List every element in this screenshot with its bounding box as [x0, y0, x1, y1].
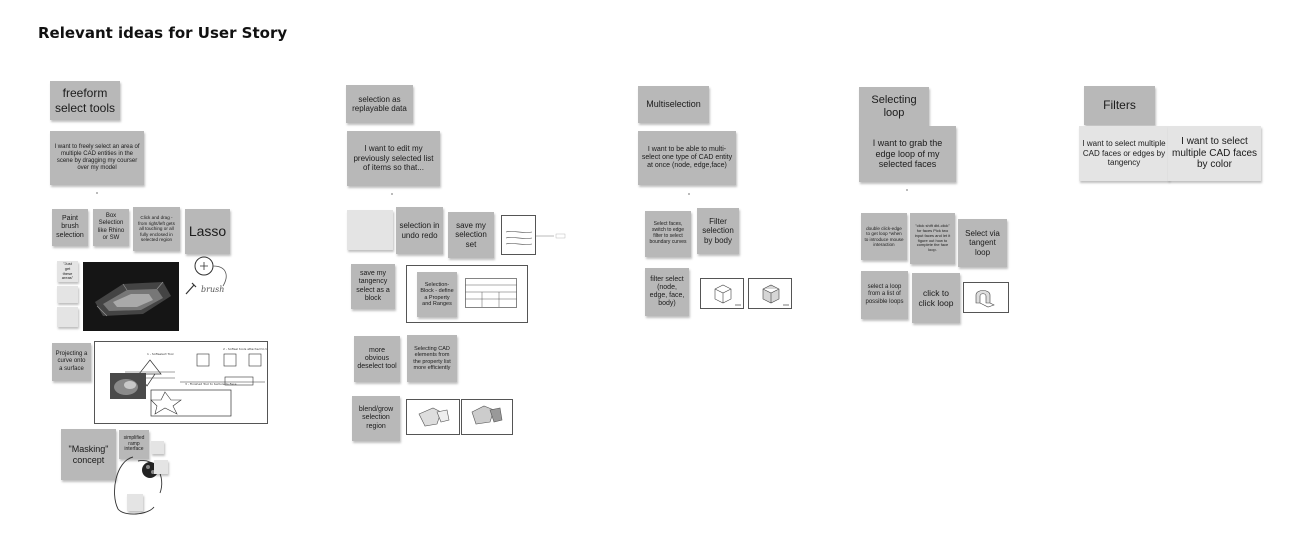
header-label: Selecting loop: [871, 94, 917, 119]
idea-label: click to click loop: [918, 287, 954, 308]
idea-masking-concept[interactable]: "Masking" concept: [61, 429, 116, 480]
cube-sketch-2: [748, 278, 792, 309]
idea-label: Paint brush selection: [56, 215, 84, 239]
header-selection-replayable[interactable]: selection as replayable data: [346, 85, 413, 123]
idea-label: simplified ramp interface: [123, 434, 145, 453]
header-selecting-loop[interactable]: Selecting loop: [859, 87, 929, 127]
idea-blend-grow[interactable]: blend/grow selection region: [352, 396, 400, 441]
story-label: I want to freely select an area of multi…: [54, 143, 140, 172]
masking-note-3[interactable]: [127, 494, 143, 511]
blend-sketch-1: [406, 399, 460, 435]
idea-filter-select[interactable]: filter select (node, edge, face, body): [645, 268, 689, 316]
idea-label: Click and drag - from right/left gets al…: [138, 215, 175, 243]
idea-select-loop-from-list[interactable]: select a loop from a list of possible lo…: [861, 271, 908, 319]
header-label: Filters: [1103, 98, 1136, 113]
idea-label: blend/grow selection region: [358, 406, 394, 430]
header-label: freeform select tools: [54, 86, 116, 115]
idea-label: double click-edge to get loop *when to i…: [864, 225, 904, 247]
idea-label: "Masking" concept: [68, 443, 109, 465]
idea-select-faces-switch[interactable]: Select faces, switch to edge filter to s…: [645, 211, 691, 257]
projection-photo: [110, 373, 146, 399]
idea-label: Projecting a curve onto a surface: [55, 351, 88, 372]
cube-sketch-1: [700, 278, 744, 309]
header-label: selection as replayable data: [352, 94, 407, 113]
header-multiselection[interactable]: Multiselection: [638, 86, 709, 123]
divider-dot: [906, 189, 908, 191]
selection-block-frame: Selection-Block - define a Property and …: [406, 265, 528, 323]
idea-label: filter select (node, edge, face, body): [649, 275, 685, 308]
idea-simplified-ramp[interactable]: simplified ramp interface: [119, 430, 149, 459]
story-label: I want to select multiple CAD faces or e…: [1082, 139, 1166, 168]
loop-sketch: [963, 282, 1009, 313]
idea-label: Box Selection like Rhino or SW: [97, 213, 125, 241]
blend-sketch-2: [461, 399, 513, 435]
idea-label: Select via tangent loop: [965, 228, 1000, 257]
idea-click-shift-faces[interactable]: "click shift dbl-click" for faces Pick t…: [910, 213, 955, 264]
selection-set-arrow: [536, 233, 566, 239]
header-freeform-select-tools[interactable]: freeform select tools: [50, 81, 120, 120]
header-filters[interactable]: Filters: [1084, 86, 1155, 125]
idea-click-to-click-loop[interactable]: click to click loop: [912, 273, 960, 323]
idea-save-tangency-block[interactable]: save my tangency select as a block: [351, 264, 395, 309]
story-freely-select-area[interactable]: I want to freely select an area of multi…: [50, 131, 144, 185]
story-multi-select-type[interactable]: I want to be able to multi-select one ty…: [638, 131, 736, 185]
idea-selection-block[interactable]: Selection-Block - define a Property and …: [417, 272, 457, 317]
idea-label: more obvious deselect tool: [357, 346, 397, 371]
story-label: I want to edit my previously selected li…: [353, 144, 434, 173]
svg-text:2 - Softsel tools attached to: 2 - Softsel tools attached to tool: [223, 347, 268, 351]
divider-dot: [391, 193, 393, 195]
idea-label: save my tangency select as a block: [356, 270, 390, 302]
page-title: Relevant ideas for User Story: [38, 24, 288, 42]
story-edit-previous-selection[interactable]: I want to edit my previously selected li…: [347, 131, 440, 186]
tiny-note-label: "Just get these areas": [61, 261, 74, 281]
svg-text:3 - Finished Tool to texture t: 3 - Finished Tool to texture to Face: [185, 382, 237, 386]
idea-selection-undo-redo[interactable]: selection in undo redo: [396, 207, 443, 254]
selection-set-sketch: [501, 215, 536, 255]
idea-select-via-tangent[interactable]: Select via tangent loop: [958, 219, 1007, 267]
idea-label: Select faces, switch to edge filter to s…: [649, 221, 687, 245]
idea-label: Selecting CAD elements from the property…: [413, 345, 451, 371]
idea-paint-brush[interactable]: Paint brush selection: [52, 209, 88, 246]
brush-sketch: brush: [183, 252, 243, 298]
story-label: I want to grab the edge loop of my selec…: [872, 138, 943, 170]
idea-label: Lasso: [188, 223, 227, 240]
tiny-note-2[interactable]: [57, 286, 78, 303]
header-label: Multiselection: [646, 99, 701, 110]
idea-label: save my selection set: [455, 220, 487, 249]
story-label: I want to select multiple CAD faces by c…: [1171, 135, 1258, 171]
idea-filter-by-body[interactable]: Filter selection by body: [697, 208, 739, 254]
idea-save-selection-set[interactable]: save my selection set: [448, 212, 494, 258]
story-label: I want to be able to multi-select one ty…: [641, 145, 733, 170]
story-select-by-tangency[interactable]: I want to select multiple CAD faces or e…: [1079, 126, 1169, 181]
idea-double-click-edge[interactable]: double click-edge to get loop *when to i…: [861, 213, 907, 260]
idea-label: selection in undo redo: [399, 221, 440, 240]
brush-sketch-label: brush: [201, 285, 225, 294]
masking-note-2[interactable]: [154, 460, 168, 474]
story-select-by-color[interactable]: I want to select multiple CAD faces by c…: [1168, 126, 1261, 181]
story-grab-edge-loop[interactable]: I want to grab the edge loop of my selec…: [859, 126, 956, 182]
idea-label: Selection-Block - define a Property and …: [420, 281, 454, 307]
idea-label: select a loop from a list of possible lo…: [865, 284, 904, 305]
tiny-note-just-get[interactable]: "Just get these areas": [57, 261, 78, 282]
svg-text:1 - Softselect Tool: 1 - Softselect Tool: [147, 352, 174, 356]
idea-label: "click shift dbl-click" for faces Pick t…: [914, 223, 951, 252]
tiny-note-3[interactable]: [57, 307, 78, 327]
idea-deselect-tool[interactable]: more obvious deselect tool: [354, 336, 400, 382]
idea-label: Filter selection by body: [702, 216, 734, 245]
cad-mesh-photo: [83, 262, 179, 331]
tiny-note-modification[interactable]: [347, 210, 393, 250]
divider-dot: [688, 193, 690, 195]
idea-box-selection[interactable]: Box Selection like Rhino or SW: [93, 209, 129, 246]
idea-projecting-curve[interactable]: Projecting a curve onto a surface: [52, 343, 91, 381]
idea-selecting-cad-property[interactable]: Selecting CAD elements from the property…: [407, 335, 457, 382]
masking-note-1[interactable]: [151, 441, 164, 454]
idea-lasso[interactable]: Lasso: [185, 209, 230, 254]
idea-click-drag[interactable]: Click and drag - from right/left gets al…: [133, 207, 180, 251]
divider-dot: [96, 192, 98, 194]
